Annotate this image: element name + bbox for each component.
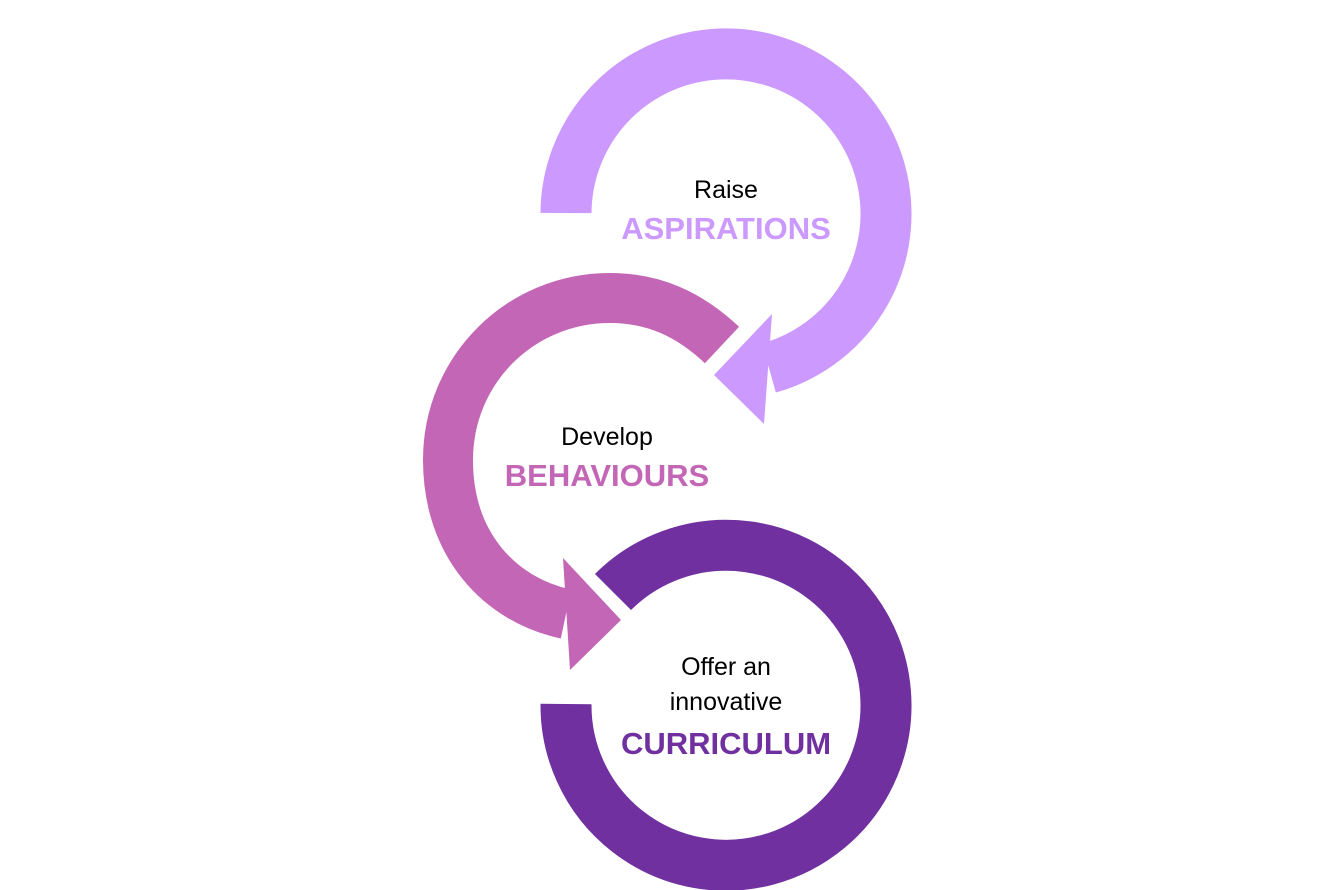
aspirations-keyword: ASPIRATIONS (621, 211, 831, 246)
aspirations-arrowhead (714, 314, 772, 424)
aspirations-arc (540, 28, 912, 393)
behaviours-arrowhead (563, 558, 621, 670)
behaviours-arc (422, 272, 740, 639)
aspirations-lead-text: Raise (694, 176, 758, 204)
curriculum-keyword: CURRICULUM (620, 726, 832, 761)
curriculum-lead-line1: Offer an (681, 653, 771, 681)
behaviours-lead-text: Develop (561, 423, 653, 451)
curriculum-arc (540, 519, 912, 890)
curriculum-arrow (540, 519, 912, 890)
aspirations-arrow (540, 28, 912, 424)
curriculum-lead-line2: innovative (669, 688, 783, 716)
behaviours-arrow (422, 272, 740, 670)
behaviours-keyword: BEHAVIOURS (504, 458, 710, 493)
